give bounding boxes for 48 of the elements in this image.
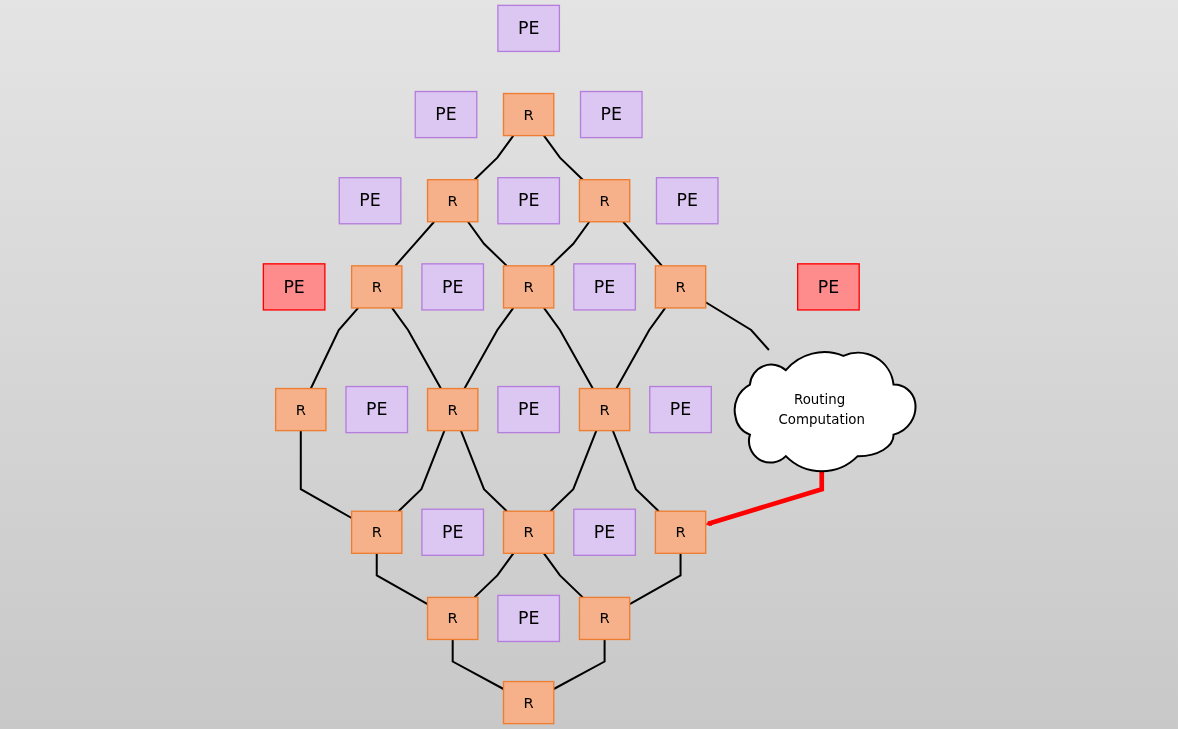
node-box: PE — [655, 177, 719, 225]
node-box: PE — [648, 385, 712, 434]
connector — [549, 429, 597, 513]
connector — [466, 220, 508, 267]
node-box: PE — [420, 508, 484, 556]
node-box: R — [426, 596, 479, 641]
node-box: PE — [496, 385, 560, 434]
node-box: R — [502, 265, 555, 309]
node-box: PE — [496, 177, 560, 225]
node-box: R — [654, 510, 706, 554]
connector — [397, 429, 445, 513]
node-box: PE — [572, 263, 636, 311]
node-box: PE — [420, 263, 484, 311]
node-box: R — [350, 510, 403, 554]
node-box: PE — [344, 385, 408, 434]
connector — [611, 429, 660, 513]
node-box: PE — [572, 508, 636, 556]
node-box: R — [426, 179, 479, 223]
connector — [549, 220, 590, 267]
connector — [542, 134, 584, 181]
node-box: R — [578, 387, 630, 432]
node-box: R — [274, 387, 327, 432]
node-box: PE — [338, 177, 402, 225]
node-box: PE — [262, 263, 326, 311]
node-box: PE — [414, 90, 478, 139]
node-box: PE — [579, 90, 643, 139]
node-box: PE — [496, 4, 560, 53]
connector — [309, 306, 359, 390]
node-box: R — [578, 596, 630, 641]
node-box: R — [578, 179, 630, 223]
connector — [542, 552, 584, 599]
connector — [463, 306, 514, 390]
connector — [390, 306, 442, 390]
connector — [621, 220, 663, 267]
node-box: PE — [796, 263, 860, 311]
node-box: R — [350, 265, 403, 309]
node-box: R — [654, 265, 706, 309]
node-box: R — [502, 680, 555, 725]
connector — [473, 552, 514, 599]
connector — [473, 134, 514, 181]
node-box: R — [426, 387, 479, 432]
connector — [542, 306, 594, 390]
connector — [393, 220, 435, 267]
connector — [459, 429, 508, 513]
node-box: R — [502, 510, 555, 554]
node-box: R — [502, 92, 555, 137]
node-box: PE — [496, 594, 560, 643]
connector — [614, 306, 666, 390]
